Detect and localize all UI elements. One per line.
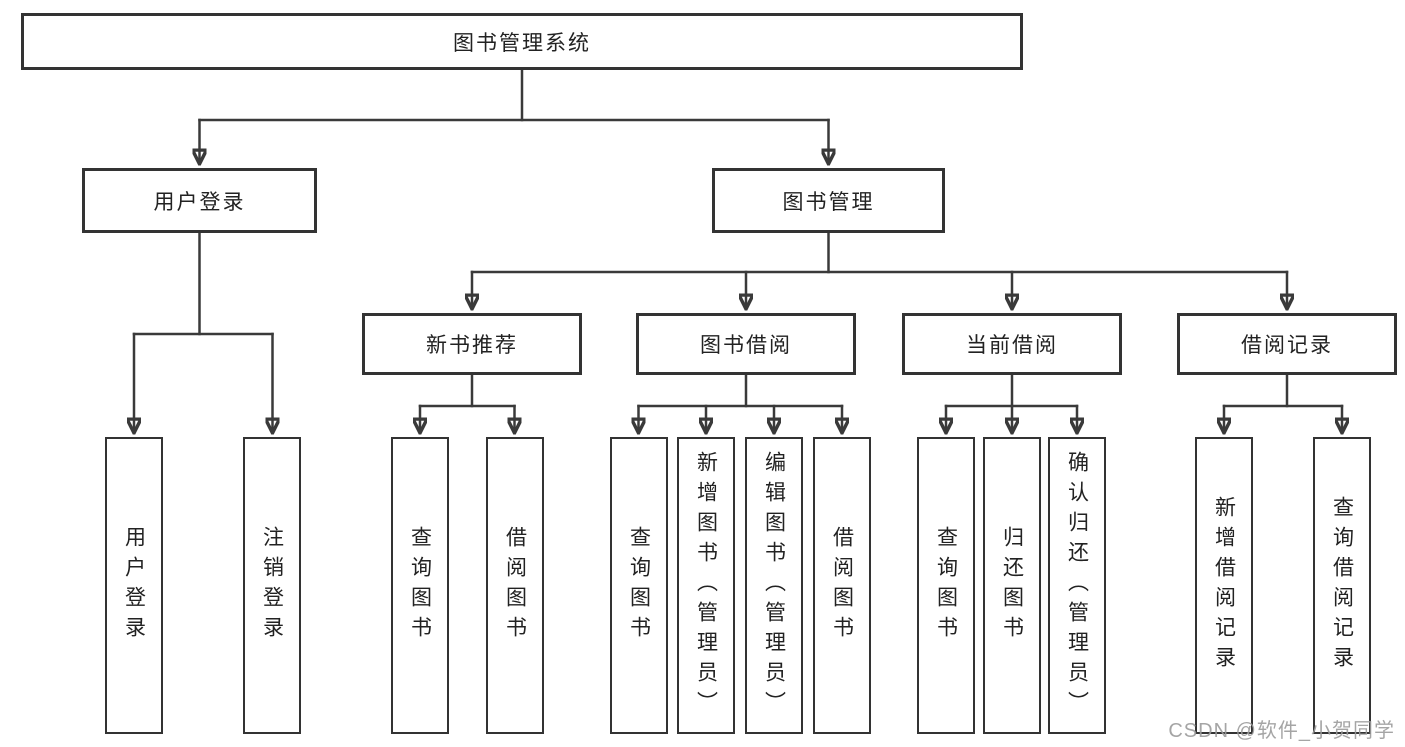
node-borrow-books-under-recommendation: 借阅图书 — [486, 437, 544, 734]
connector-book-borrowing-children — [639, 373, 843, 433]
connector-root-to-level2 — [200, 68, 829, 164]
node-label: 归还图书 — [1000, 525, 1024, 646]
node-add-borrow-record: 新增借阅记录 — [1195, 437, 1253, 734]
node-label: 新增图书（管理员） — [694, 450, 718, 721]
node-return-book: 归还图书 — [983, 437, 1041, 734]
connector-new-book-recommendation-children — [420, 373, 515, 433]
csdn-watermark: CSDN @软件_小贺同学 — [1168, 720, 1395, 742]
node-logout: 注销登录 — [243, 437, 301, 734]
node-borrowing-records: 借阅记录 — [1177, 313, 1397, 375]
node-label: 编辑图书（管理员） — [762, 450, 786, 721]
node-confirm-return-admin: 确认归还（管理员） — [1048, 437, 1106, 734]
node-label: 查询借阅记录 — [1330, 495, 1354, 676]
node-library-management-system: 图书管理系统 — [21, 13, 1023, 70]
node-label: 用户登录 — [153, 190, 246, 214]
node-book-management: 图书管理 — [712, 168, 945, 233]
node-label: 查询图书 — [627, 525, 651, 646]
node-label: 新书推荐 — [426, 334, 518, 357]
connector-book-management-children — [472, 231, 1287, 309]
node-query-books-under-recommendation: 查询图书 — [391, 437, 449, 734]
node-query-books-under-current: 查询图书 — [917, 437, 975, 734]
node-label: 用户登录 — [122, 525, 146, 646]
node-label: 借阅图书 — [503, 525, 527, 646]
node-label: 查询图书 — [408, 525, 432, 646]
node-label: 确认归还（管理员） — [1065, 450, 1089, 721]
node-add-book-admin: 新增图书（管理员） — [677, 437, 735, 734]
node-book-borrowing: 图书借阅 — [636, 313, 856, 375]
node-label: 借阅记录 — [1241, 334, 1333, 357]
node-label: 图书管理系统 — [453, 31, 591, 55]
node-current-borrowing: 当前借阅 — [902, 313, 1122, 375]
node-label: 借阅图书 — [830, 525, 854, 646]
node-label: 查询图书 — [934, 525, 958, 646]
node-label: 当前借阅 — [966, 334, 1058, 357]
node-label: 图书管理 — [782, 190, 875, 214]
node-new-book-recommendation: 新书推荐 — [362, 313, 582, 375]
node-edit-book-admin: 编辑图书（管理员） — [745, 437, 803, 734]
connector-current-borrowing-children — [946, 373, 1077, 433]
node-query-borrow-record: 查询借阅记录 — [1313, 437, 1371, 734]
node-borrow-books-under-borrowing: 借阅图书 — [813, 437, 871, 734]
node-user-login-leaf: 用户登录 — [105, 437, 163, 734]
connector-borrowing-records-children — [1224, 373, 1342, 433]
node-user-login: 用户登录 — [82, 168, 317, 233]
node-label: 新增借阅记录 — [1212, 495, 1236, 676]
node-label: 注销登录 — [260, 525, 284, 646]
connector-user-login-children — [134, 231, 273, 433]
node-label: 图书借阅 — [700, 334, 792, 357]
node-query-books-under-borrowing: 查询图书 — [610, 437, 668, 734]
